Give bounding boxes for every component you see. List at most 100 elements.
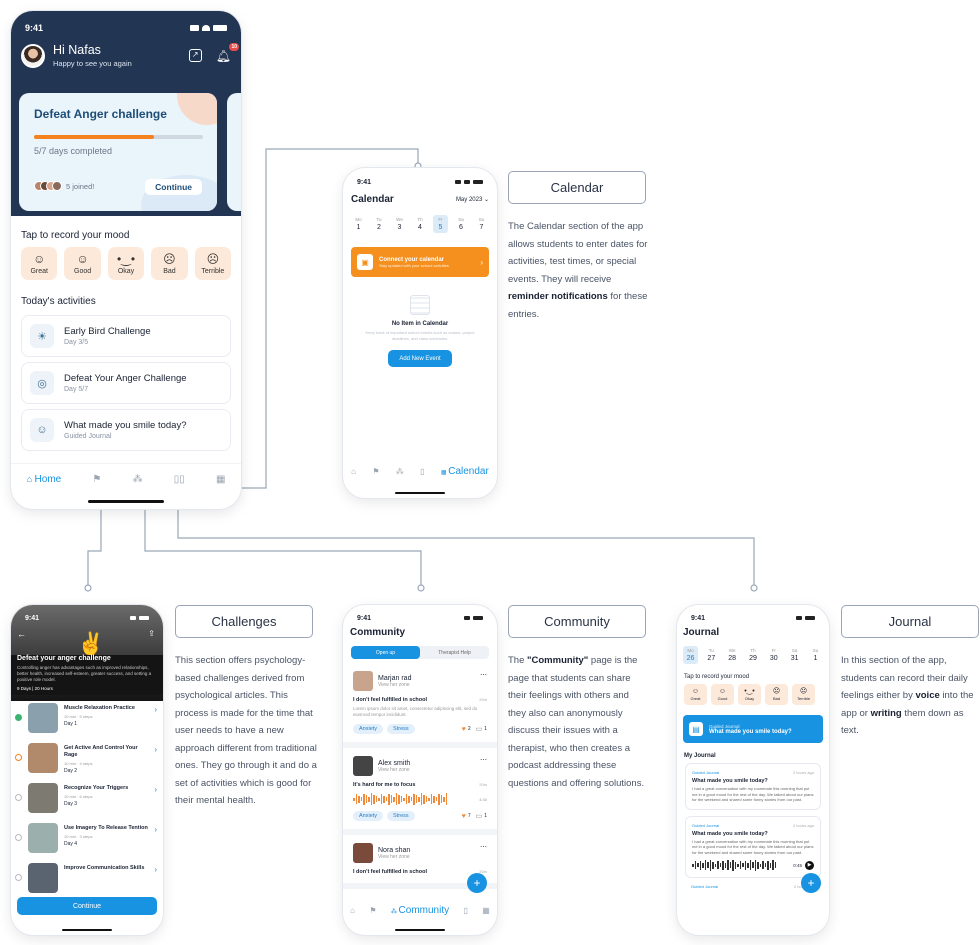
nav-home[interactable]: ⌂ Home <box>26 474 62 485</box>
more-icon[interactable]: ⋯ <box>480 844 487 851</box>
flag-icon[interactable]: ⚑ <box>372 467 380 476</box>
calendar-icon[interactable]: ▦ <box>215 474 226 485</box>
mood-option[interactable]: ☹Bad <box>151 247 188 280</box>
mood-option[interactable]: •‿•Okay <box>107 247 145 280</box>
more-icon[interactable]: ⋯ <box>480 757 487 764</box>
book-icon[interactable]: ▯ <box>463 906 468 915</box>
community-icon[interactable]: ⁂ <box>395 467 404 476</box>
back-arrow-icon[interactable]: ← <box>17 629 26 639</box>
home-indicator <box>88 500 164 503</box>
tag-pill[interactable]: Stress <box>387 724 415 734</box>
mood-option[interactable]: ☹Terrible <box>792 684 815 705</box>
day-name: Tu <box>376 217 382 222</box>
avatar[interactable] <box>353 671 373 691</box>
share-icon[interactable]: ⇪ <box>148 629 155 638</box>
mood-option[interactable]: ☹Bad <box>765 684 788 705</box>
audio-player[interactable]: 4:30 <box>353 793 487 805</box>
next-challenge-card-peek[interactable] <box>227 93 241 211</box>
comment-icon[interactable]: ▭ <box>475 813 483 820</box>
calendar-icon[interactable]: ▦ <box>482 906 490 915</box>
challenge-card[interactable]: Defeat Anger challenge 5/7 days complete… <box>19 93 217 211</box>
mood-option[interactable]: ☺Great <box>684 684 707 705</box>
mood-option[interactable]: ☹Terrible <box>194 247 232 280</box>
home-icon[interactable]: ⌂ <box>351 467 356 476</box>
book-icon[interactable]: ▯ <box>420 467 425 476</box>
add-post-button[interactable]: + <box>467 873 487 893</box>
mood-option[interactable]: ☺Good <box>711 684 734 705</box>
add-entry-button[interactable]: + <box>801 873 821 893</box>
heart-icon[interactable]: ♥ <box>461 812 466 820</box>
step-title: Recognize Your Triggers <box>64 785 129 791</box>
mood-option[interactable]: ☺Good <box>64 247 101 280</box>
avatar[interactable] <box>353 756 373 776</box>
nav-calendar[interactable]: ▦ Calendar <box>440 466 489 477</box>
month-selector[interactable]: May 2023 ⌄ <box>455 197 489 203</box>
challenge-step[interactable]: Improve Communication Skills› <box>11 863 163 903</box>
add-event-button[interactable]: Add New Event <box>388 350 452 367</box>
continue-button[interactable]: Continue <box>17 897 157 915</box>
avatar[interactable] <box>21 43 45 68</box>
more-icon[interactable]: ⋯ <box>480 672 487 679</box>
heart-icon[interactable]: ♥ <box>461 725 466 733</box>
community-icon[interactable]: ⁂ <box>132 474 143 485</box>
desc-text: for these entries. <box>508 291 648 320</box>
flag-icon[interactable]: ⚑ <box>369 906 377 915</box>
comment-icon[interactable]: ▭ <box>475 726 483 733</box>
author-zone-link[interactable]: View her zone <box>378 766 410 773</box>
tag-pill[interactable]: Anxiety <box>353 724 384 734</box>
audio-player[interactable]: 0:45▶ <box>692 859 814 871</box>
author-zone-link[interactable]: View her zone <box>378 853 410 860</box>
nav-community[interactable]: ⁂ Community <box>390 905 450 916</box>
tag-pill[interactable]: Anxiety <box>353 811 384 821</box>
mood-option[interactable]: ☺Great <box>21 247 58 280</box>
play-icon[interactable]: ▶ <box>805 860 814 870</box>
bell-icon[interactable]: 🔔︎10 <box>215 42 239 63</box>
flag-icon[interactable]: ⚑ <box>92 474 102 485</box>
mood-option[interactable]: •‿•Okay <box>738 684 761 705</box>
tab-therapist-help[interactable]: Therapist Help <box>438 649 471 656</box>
home-icon[interactable]: ⌂ <box>350 906 356 915</box>
empty-subtitle: Keep track of important school events su… <box>365 330 475 341</box>
community-tabs: Open up Therapist Help <box>351 646 489 659</box>
chart-icon[interactable]: ↗ <box>188 49 202 62</box>
continue-button[interactable]: Continue <box>145 179 202 195</box>
wave-bar <box>438 793 440 805</box>
day-name: Fr <box>771 648 776 653</box>
activity-item[interactable]: ☺What made you smile today?Guided Journa… <box>21 409 231 451</box>
author-zone-link[interactable]: View her zone <box>378 681 410 688</box>
desc-bold: writing <box>870 707 902 719</box>
book-icon[interactable]: ▯▯ <box>173 474 185 485</box>
tag-pill[interactable]: Stress <box>387 811 415 821</box>
avatar[interactable] <box>353 843 373 863</box>
tab-open-up[interactable]: Open up <box>351 646 420 659</box>
month-label: May 2023 <box>455 197 483 203</box>
